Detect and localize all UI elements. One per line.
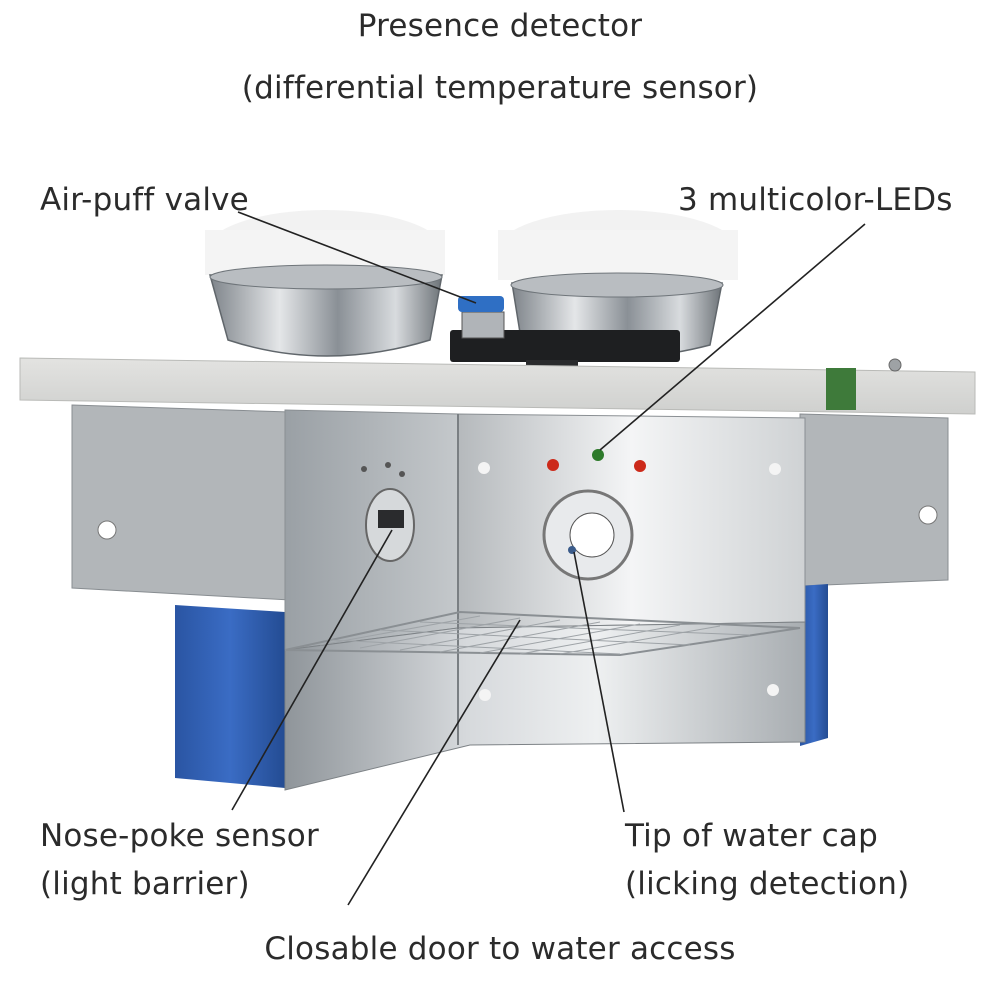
rivet — [361, 466, 367, 472]
led-red-left — [547, 459, 559, 471]
label-nose-poke-line1: Nose-poke sensor — [40, 818, 319, 854]
label-door-line1: Closable door to water access — [264, 931, 736, 967]
label-presence-line2: (differential temperature sensor) — [241, 70, 759, 106]
rivet — [479, 689, 491, 701]
closable-door-mesh — [284, 610, 801, 657]
nose-poke-sensor — [378, 510, 404, 528]
rivet — [399, 471, 405, 477]
bracket-hole-left — [97, 520, 117, 540]
blue-block-left — [175, 605, 285, 788]
leader-water-tip — [573, 551, 625, 813]
label-presence-line1: Presence detector — [357, 8, 643, 44]
leader-door — [347, 619, 521, 906]
label-water-tip-line1: Tip of water cap — [625, 818, 878, 854]
label-leds-line1: 3 multicolor-LEDs — [678, 182, 953, 218]
label-presence-detector: Presence detector (differential temperat… — [0, 6, 1000, 108]
label-water-cap-tip: Tip of water cap (licking detection) — [625, 816, 909, 904]
rivet — [385, 462, 391, 468]
steel-bowl-left-rim — [209, 264, 443, 290]
label-nose-poke-sensor: Nose-poke sensor (light barrier) — [40, 816, 319, 904]
led-green — [592, 449, 604, 461]
label-nose-poke-line2: (light barrier) — [40, 866, 250, 902]
plate-screw — [888, 358, 902, 372]
leader-nose-poke — [231, 529, 393, 811]
rivet — [767, 684, 779, 696]
valve-mount — [450, 330, 680, 362]
label-closable-door: Closable door to water access — [0, 929, 1000, 969]
blue-block-right — [800, 584, 828, 746]
leader-air-puff — [237, 211, 477, 304]
valve-body — [461, 311, 505, 339]
closable-door-mesh-lines — [319, 615, 751, 655]
steel-bowl-left — [209, 274, 443, 357]
water-access-opening — [569, 512, 615, 558]
rivet — [769, 463, 781, 475]
top-plate — [19, 357, 976, 415]
label-air-puff-valve: Air-puff valve — [40, 180, 249, 220]
side-bracket-left — [71, 404, 291, 601]
chamber-back-wall — [457, 413, 806, 629]
sensor-dome-right-body — [498, 230, 738, 280]
leader-leds — [599, 223, 866, 451]
label-multicolor-leds: 3 multicolor-LEDs — [678, 180, 953, 220]
side-bracket-right — [799, 413, 949, 587]
label-water-tip-line2: (licking detection) — [625, 866, 910, 902]
led-red-right — [634, 460, 646, 472]
bracket-hole-right — [918, 505, 938, 525]
green-tape — [826, 368, 856, 410]
rivet — [478, 462, 490, 474]
label-air-puff-line1: Air-puff valve — [40, 182, 249, 218]
steel-bowl-right-rim — [510, 272, 724, 298]
